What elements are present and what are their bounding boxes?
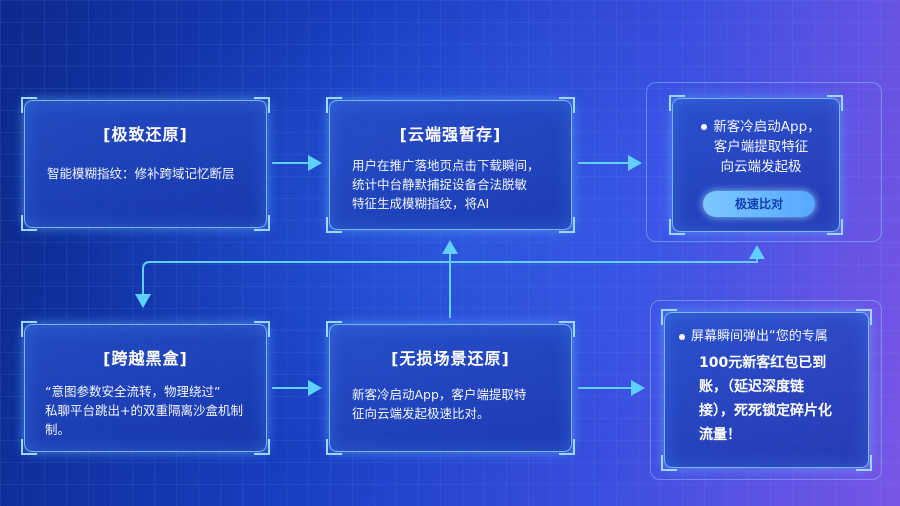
outer-frame <box>646 82 882 242</box>
card-line: “意图参数安全流转，物理绕过” <box>45 384 221 399</box>
card-lossless-scene: [无损场景还原] 新客冷启动App，客户端提取特 征向云端发起极速比对。 <box>326 321 575 455</box>
fast-compare-button[interactable]: 极速比对 <box>703 191 815 217</box>
corner-decoration <box>669 95 685 111</box>
card-body: 新客冷启动App，客户端提取特 征向云端发起极速比对。 <box>352 385 526 423</box>
card-body: “意图参数安全流转，物理绕过” 私聊平台跳出+的双重隔离沙盒机制 制。 <box>45 382 243 439</box>
corner-decoration <box>21 97 37 113</box>
card-line: 新客冷启动App，客户端提取特 <box>352 387 527 402</box>
card-line: 屏幕瞬间弹出“您的专属 <box>679 327 828 347</box>
corner-decoration <box>21 215 37 231</box>
card-line: 征向云端发起极速比对。 <box>352 406 490 421</box>
corner-decoration <box>326 439 342 455</box>
bullet-dot <box>701 124 708 130</box>
card-line: 制。 <box>45 422 71 437</box>
card-line: 流量！ <box>699 427 741 443</box>
card-cloud-storage: [云端强暂存] 用户在推广落地页点击下载瞬间， 统计中台静默捕捉设备合法脱敏 特… <box>326 97 575 233</box>
corner-decoration <box>254 97 270 113</box>
card-body: 智能模糊指纹：修补跨域记忆断层 <box>47 166 235 181</box>
card-line: 新客冷启动App， <box>687 117 835 137</box>
card-line: 接），死死锁定碎片化 <box>699 403 832 419</box>
card-line: 私聊平台跳出+的双重隔离沙盒机制 <box>45 403 243 418</box>
corner-decoration <box>326 217 342 233</box>
corner-decoration <box>326 321 342 337</box>
card-title: [极致还原] <box>103 125 188 144</box>
corner-decoration <box>21 439 37 455</box>
card-body: 新客冷启动App， 客户端提取特征 向云端发起极 <box>687 117 835 177</box>
corner-decoration <box>559 321 575 337</box>
card-cold-start: 新客冷启动App， 客户端提取特征 向云端发起极 极速比对 <box>669 95 843 235</box>
corner-decoration <box>559 217 575 233</box>
card-line: 特征生成模糊指纹，将AI <box>352 196 490 211</box>
card-line: 统计中台静默捕捉设备合法脱敏 <box>352 177 528 192</box>
card-body: 用户在推广落地页点击下载瞬间， 统计中台静默捕捉设备合法脱敏 特征生成模糊指纹，… <box>352 156 540 213</box>
card-line: 用户在推广落地页点击下载瞬间， <box>352 158 540 173</box>
card-line: 100元新客红包已到 <box>699 355 827 371</box>
card-line-text: 屏幕瞬间弹出“您的专属 <box>691 329 828 344</box>
corner-decoration <box>326 97 342 113</box>
card-title: [跨越黑盒] <box>103 349 188 368</box>
card-red-packet-popup: 屏幕瞬间弹出“您的专属 100元新客红包已到 账，（延迟深度链 接），死死锁定碎… <box>661 309 872 471</box>
card-line: 账，（延迟深度链 <box>699 379 804 395</box>
corner-decoration <box>254 215 270 231</box>
card-title: [无损场景还原] <box>391 349 510 368</box>
loop-connector <box>135 257 758 308</box>
corner-decoration <box>661 309 677 325</box>
corner-decoration <box>856 455 872 471</box>
corner-decoration <box>21 321 37 337</box>
corner-decoration <box>559 439 575 455</box>
corner-decoration <box>827 95 843 111</box>
card-body: 屏幕瞬间弹出“您的专属 <box>679 327 828 347</box>
corner-decoration <box>827 219 843 235</box>
card-cross-blackbox: [跨越黑盒] “意图参数安全流转，物理绕过” 私聊平台跳出+的双重隔离沙盒机制 … <box>21 321 270 455</box>
corner-decoration <box>669 219 685 235</box>
card-extreme-restore: [极致还原] 智能模糊指纹：修补跨域记忆断层 <box>21 97 270 231</box>
outer-frame <box>650 300 882 480</box>
card-line-text: 新客冷启动App， <box>713 119 821 135</box>
corner-decoration <box>661 455 677 471</box>
corner-decoration <box>856 309 872 325</box>
card-body-emphasis: 100元新客红包已到 账，（延迟深度链 接），死死锁定碎片化 流量！ <box>699 351 832 447</box>
corner-decoration <box>559 97 575 113</box>
card-line: 向云端发起极 <box>720 159 802 175</box>
corner-decoration <box>254 439 270 455</box>
bullet-dot <box>679 333 685 340</box>
corner-decoration <box>254 321 270 337</box>
card-line: 客户端提取特征 <box>713 139 809 155</box>
card-title: [云端强暂存] <box>399 125 502 144</box>
